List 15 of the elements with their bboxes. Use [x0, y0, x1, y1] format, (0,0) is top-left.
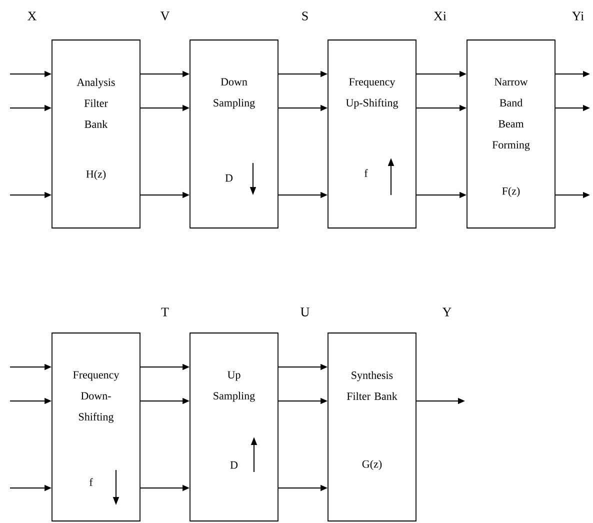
signal-label: S	[302, 12, 308, 20]
signal-label: T	[161, 308, 169, 316]
process-box: Narrow Band Beam Forming F(z)	[466, 40, 556, 228]
signal-label: Yi	[572, 12, 584, 20]
signal-label: U	[300, 308, 310, 316]
signal-label: X	[28, 12, 36, 20]
process-box: Down Sampling D	[190, 40, 278, 228]
signal-label: Y	[442, 308, 452, 316]
process-box: Frequency Down-Shifting f	[52, 332, 140, 522]
process-box: Up Sampling D	[190, 332, 278, 522]
process-box: Analysis Filter Bank H(z)	[52, 40, 140, 228]
process-box: Synthesis Filter Bank G(z)	[328, 332, 416, 522]
signal-label: Xi	[434, 12, 446, 20]
process-box: Frequency Up-Shifting f	[328, 40, 416, 228]
signal-label: V	[160, 12, 170, 20]
